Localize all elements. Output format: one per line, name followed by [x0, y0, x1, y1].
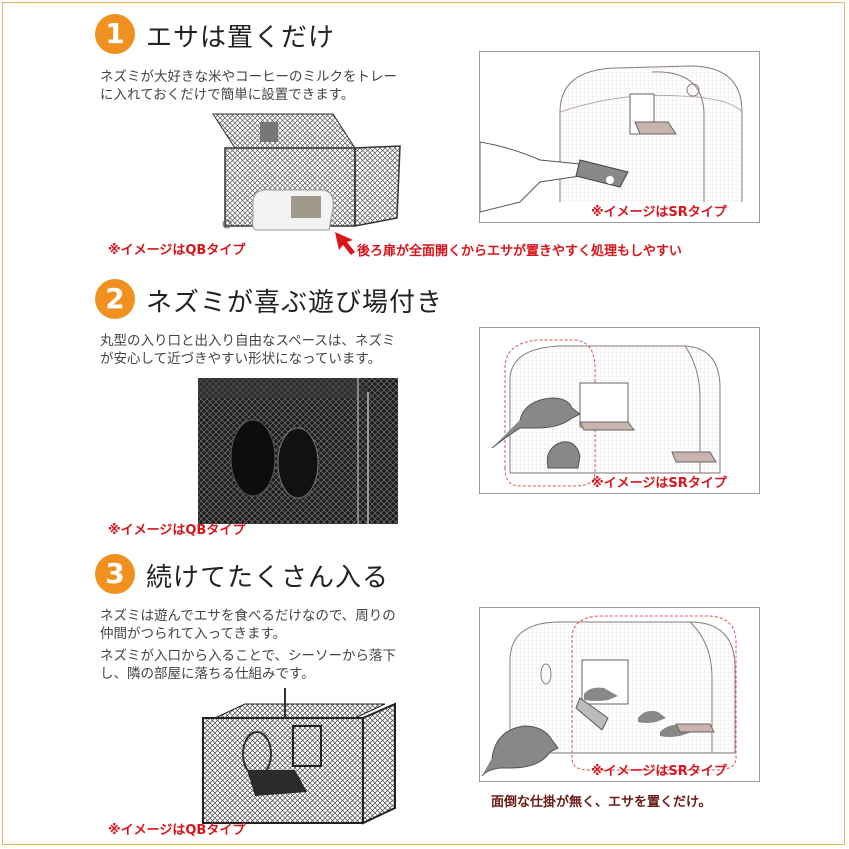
section-2-desc-line-1: 丸型の入り口と出入り自由なスペースは、ネズミ [100, 333, 396, 349]
section-1-diagram-caption: ※イメージはSRタイプ [591, 205, 727, 220]
section-3-photo-caption: ※イメージはQBタイプ [108, 823, 246, 838]
section-1-desc-line-2: に入れておくだけで簡単に設置できます。 [100, 87, 355, 103]
section-2-diagram [479, 327, 760, 494]
section-2-photo-caption: ※イメージはQBタイプ [108, 523, 246, 538]
section-3-desc-line-3: ネズミが入口から入ることで、シーソーから落下 [100, 648, 397, 664]
section-1-diagram [479, 51, 760, 223]
section-1-cage-photo [205, 108, 405, 236]
section-3-diagram [479, 607, 760, 782]
section-3-diagram-caption: ※イメージはSRタイプ [591, 764, 727, 779]
section-2-desc-line-2: が安心して近づきやすい形状になっています。 [100, 351, 382, 367]
section-2-number-badge: 2 [95, 279, 135, 319]
section-3-desc-line-1: ネズミは遊んでエサを食べるだけなので、周りの [100, 608, 396, 624]
section-3-desc-line-4: し、隣の部屋に落ちる仕組みです。 [100, 666, 315, 682]
section-2-diagram-caption: ※イメージはSRタイプ [591, 476, 727, 491]
section-3-cage-photo [195, 688, 400, 828]
section-3-title: 続けてたくさん入る [146, 563, 390, 593]
section-2-cage-photo [198, 378, 398, 524]
red-arrow-icon [333, 230, 357, 256]
section-1-title: エサは置くだけ [146, 23, 336, 53]
section-3-desc-line-2: 仲間がつられて入ってきます。 [100, 626, 287, 642]
section-3-note: 面倒な仕掛が無く、エサを置くだけ。 [491, 795, 712, 810]
section-3-number-badge: 3 [95, 554, 135, 594]
section-1-desc-line-1: ネズミが大好きな米やコーヒーのミルクをトレー [100, 69, 397, 85]
section-1-photo-caption: ※イメージはQBタイプ [108, 243, 246, 258]
section-1-number-badge: 1 [95, 14, 135, 54]
section-2-title: ネズミが喜ぶ遊び場付き [146, 288, 444, 318]
section-1-note: 後ろ扉が全面開くからエサが置きやすく処理もしやすい [357, 244, 682, 259]
